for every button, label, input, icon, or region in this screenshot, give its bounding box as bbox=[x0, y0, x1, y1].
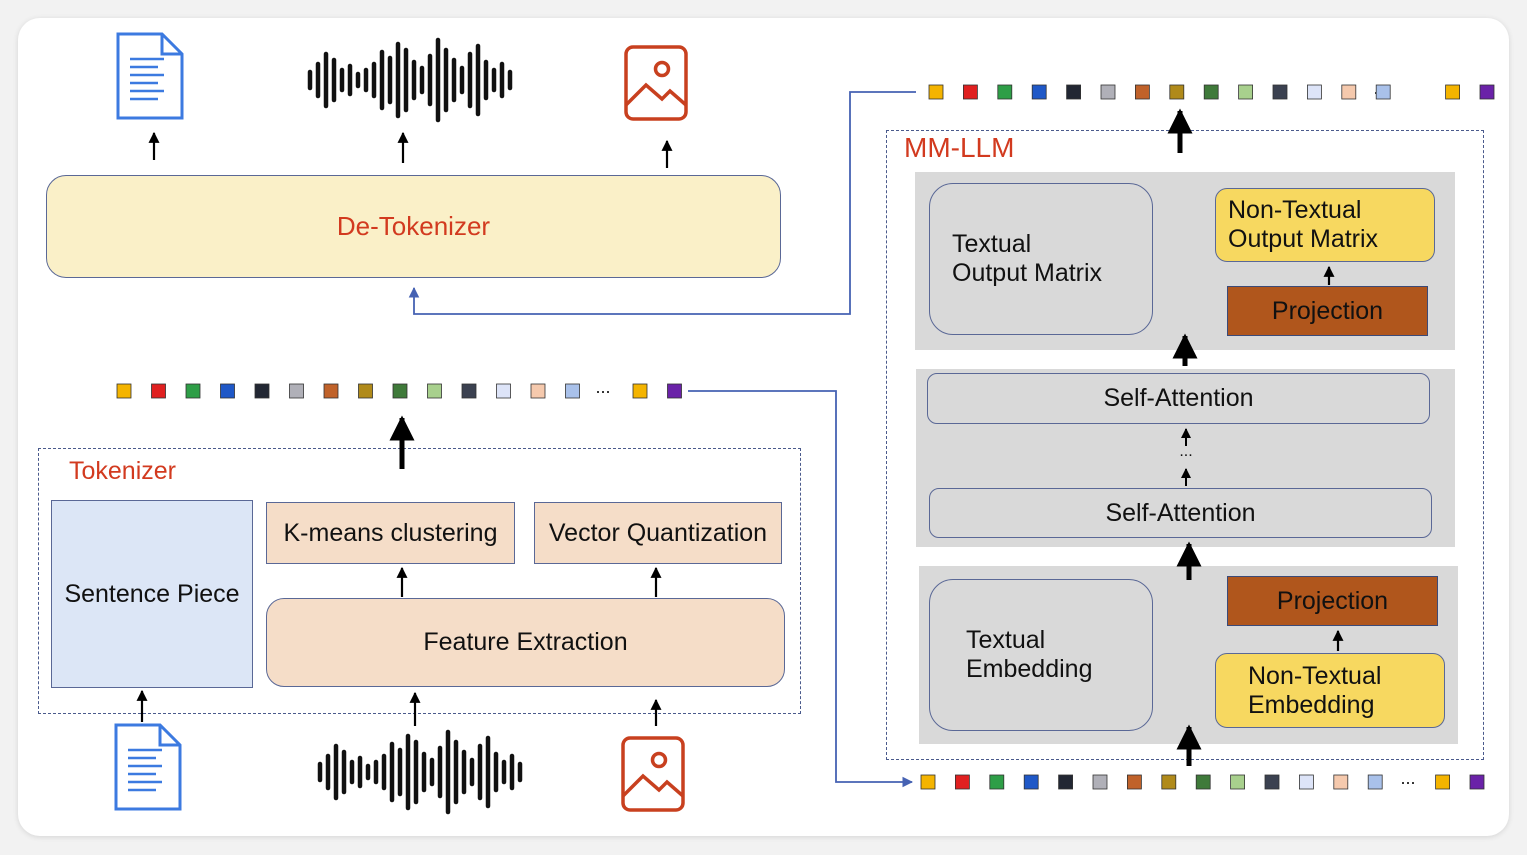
tokenizer-to-mmllm-connector bbox=[688, 390, 914, 788]
tokenizer-output-token bbox=[220, 383, 235, 399]
textual-output-label: Textual Output Matrix bbox=[952, 230, 1103, 287]
feature-extraction-box: Feature Extraction bbox=[266, 598, 785, 687]
token-row-bottom-ellipsis: ... bbox=[1393, 768, 1423, 788]
kmeans-box: K-means clustering bbox=[266, 502, 515, 564]
mmllm-input-token bbox=[955, 774, 970, 790]
mmllm-input-token bbox=[1023, 774, 1039, 790]
projection-top-box: Projection bbox=[1227, 286, 1428, 336]
detokenizer-box: De-Tokenizer bbox=[46, 175, 781, 278]
mmllm-output-token bbox=[1203, 84, 1219, 100]
tokenizer-output-token bbox=[358, 383, 373, 399]
vq-box: Vector Quantization bbox=[534, 502, 782, 564]
mmllm-output-token bbox=[1135, 84, 1150, 100]
self-attention-top-box: Self-Attention bbox=[927, 373, 1430, 424]
document-icon bbox=[114, 723, 182, 811]
mmllm-input-token bbox=[1161, 774, 1177, 790]
audio-waveform-icon bbox=[317, 729, 523, 815]
textual-embedding-label: Textual Embedding bbox=[966, 626, 1093, 683]
mmllm-to-detokenizer-connector bbox=[408, 91, 916, 315]
mmllm-input-token bbox=[1333, 774, 1349, 790]
self-attention-bottom-label: Self-Attention bbox=[1105, 498, 1256, 527]
audio-waveform-icon bbox=[307, 37, 513, 123]
sentence-piece-label: Sentence Piece bbox=[64, 579, 240, 608]
tokenizer-frame bbox=[38, 448, 801, 714]
mmllm-output-token bbox=[963, 84, 978, 100]
tokenizer-output-token bbox=[116, 383, 132, 399]
mmllm-label: MM-LLM bbox=[904, 132, 1015, 163]
mmllm-input-token bbox=[1058, 774, 1073, 790]
tokenizer-output-token bbox=[254, 383, 270, 399]
mmllm-output-token bbox=[1445, 84, 1460, 100]
vq-label: Vector Quantization bbox=[548, 518, 768, 547]
image-icon bbox=[624, 45, 688, 121]
mmllm-output-token bbox=[1031, 84, 1047, 100]
projection-bottom-label: Projection bbox=[1276, 586, 1389, 615]
tokenizer-output-token bbox=[632, 383, 648, 399]
mmllm-input-token bbox=[1299, 774, 1314, 790]
mmllm-input-token bbox=[1367, 774, 1383, 790]
self-attention-top-label: Self-Attention bbox=[1103, 384, 1254, 412]
mmllm-input-token bbox=[989, 774, 1005, 790]
tokenizer-output-token bbox=[461, 383, 477, 399]
detokenizer-label: De-Tokenizer bbox=[336, 211, 491, 241]
tokenizer-label: Tokenizer bbox=[69, 457, 176, 485]
nontextual-output-label: Non-Textual Output Matrix bbox=[1228, 196, 1379, 253]
tokenizer-output-token bbox=[667, 383, 682, 399]
mmllm-output-token bbox=[928, 84, 944, 100]
feature-extraction-label: Feature Extraction bbox=[423, 628, 628, 656]
token-ellipsis-text: ... bbox=[595, 376, 611, 397]
tokenizer-output-token bbox=[565, 383, 580, 399]
mmllm-input-token bbox=[1127, 774, 1142, 790]
kmeans-label: K-means clustering bbox=[283, 518, 498, 547]
mmllm-output-token bbox=[1341, 84, 1357, 100]
tokenizer-output-token bbox=[427, 383, 442, 399]
mmllm-input-token bbox=[1195, 774, 1211, 790]
image-icon bbox=[621, 736, 685, 812]
attention-ellipsis-text: ... bbox=[1179, 443, 1193, 460]
tokenizer-output-token bbox=[151, 383, 166, 399]
tokenizer-output-token bbox=[289, 383, 304, 399]
mmllm-output-token bbox=[1169, 84, 1185, 100]
tokenizer-output-token bbox=[496, 383, 511, 399]
mmllm-output-token bbox=[1066, 84, 1081, 100]
mmllm-input-token bbox=[1264, 774, 1280, 790]
textual-embedding-box: Textual Embedding bbox=[929, 579, 1153, 731]
tokenizer-output-token bbox=[323, 383, 339, 399]
mmllm-output-token bbox=[997, 84, 1013, 100]
mmllm-output-token bbox=[1238, 84, 1253, 100]
mmllm-output-token bbox=[1479, 84, 1495, 100]
textual-output-box: Textual Output Matrix bbox=[929, 183, 1153, 335]
mmllm-input-token bbox=[920, 774, 936, 790]
mmllm-output-token bbox=[1272, 84, 1288, 100]
mmllm-input-token bbox=[1435, 774, 1450, 790]
nontextual-embedding-box: Non-Textual Embedding bbox=[1215, 653, 1445, 728]
projection-bottom-box: Projection bbox=[1227, 576, 1438, 626]
self-attention-bottom-box: Self-Attention bbox=[929, 488, 1432, 538]
nontextual-output-box: Non-Textual Output Matrix bbox=[1215, 188, 1435, 262]
token-ellipsis-text: ... bbox=[1400, 767, 1416, 788]
mmllm-input-token bbox=[1092, 774, 1108, 790]
document-icon bbox=[116, 32, 184, 120]
tokenizer-output-token bbox=[185, 383, 201, 399]
nontextual-embedding-label: Non-Textual Embedding bbox=[1248, 661, 1382, 719]
mmllm-output-token bbox=[1307, 84, 1322, 100]
mmllm-input-token bbox=[1230, 774, 1245, 790]
sentence-piece-box: Sentence Piece bbox=[51, 500, 253, 688]
projection-top-label: Projection bbox=[1271, 296, 1384, 325]
mmllm-input-token bbox=[1469, 774, 1485, 790]
attention-ellipsis: ... bbox=[1166, 442, 1206, 462]
mmllm-output-token bbox=[1100, 84, 1116, 100]
mmllm-output-token bbox=[1375, 84, 1391, 100]
tokenizer-output-token bbox=[392, 383, 408, 399]
token-row-mid-ellipsis: ... bbox=[588, 377, 618, 397]
tokenizer-output-token bbox=[530, 383, 546, 399]
